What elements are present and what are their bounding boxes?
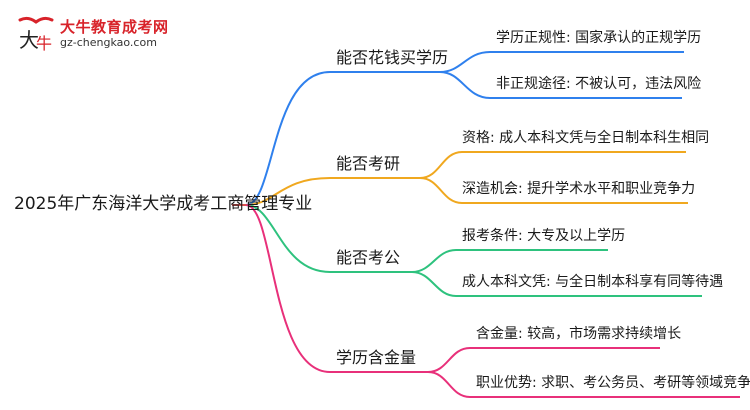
leaf-node: 成人本科文凭: 与全日制本科享有同等待遇 — [462, 274, 724, 290]
branch-1-leaf-1-curve — [439, 51, 684, 73]
branch-3-curve — [245, 204, 412, 273]
branch-3-leaf-1-curve — [411, 249, 608, 273]
bull-logo-icon: 大 牛 — [18, 16, 54, 53]
branch-3-leaf-2-curve — [411, 271, 702, 297]
logo-title: 大牛教育成考网 — [60, 18, 169, 36]
leaf-node: 深造机会: 提升学术水平和职业竞争力 — [462, 181, 696, 197]
svg-text:大: 大 — [19, 28, 39, 52]
branch-4-leaf-2-curve — [427, 371, 740, 398]
leaf-node: 学历正规性: 国家承认的正规学历 — [496, 30, 702, 46]
logo-url: gz-chengkao.com — [60, 36, 157, 49]
leaf-node: 职业优势: 求职、考公务员、考研等领域竞争优势 — [476, 375, 750, 391]
branch-1-leaf-2-curve — [439, 71, 682, 99]
branch-4-leaf-1-curve — [427, 347, 660, 373]
leaf-node: 报考条件: 大专及以上学历 — [462, 228, 626, 244]
root-node: 2025年广东海洋大学成考工商管理专业 — [14, 194, 313, 214]
branch-2-leaf-2-curve — [419, 177, 688, 204]
branch-node-postgraduate: 能否考研 — [336, 154, 401, 173]
branch-1-curve — [245, 71, 440, 206]
leaf-node: 含金量: 较高，市场需求持续增长 — [476, 326, 682, 342]
branch-node-buy-degree: 能否花钱买学历 — [336, 48, 449, 67]
leaf-node: 非正规途径: 不被认可，违法风险 — [496, 76, 702, 92]
branch-2-leaf-1-curve — [419, 151, 686, 179]
svg-text:牛: 牛 — [36, 34, 52, 53]
site-logo[interactable]: 大 牛 大牛教育成考网 gz-chengkao.com — [14, 14, 168, 54]
leaf-node: 资格: 成人本科文凭与全日制本科生相同 — [462, 130, 710, 146]
branch-node-civil-service: 能否考公 — [336, 248, 401, 267]
branch-2-curve — [245, 177, 420, 206]
branch-4-curve — [245, 204, 428, 373]
branch-node-degree-value: 学历含金量 — [336, 348, 417, 367]
